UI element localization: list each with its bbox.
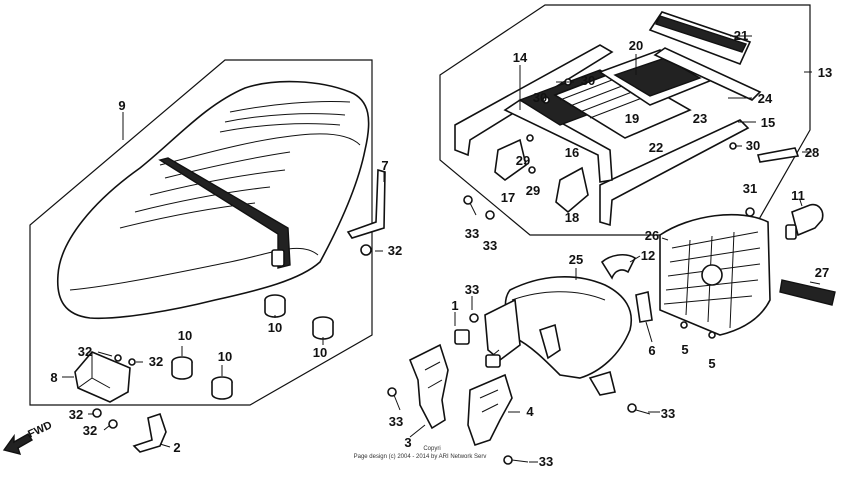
callout-18: 18 (565, 210, 579, 225)
seat-lock (785, 203, 824, 240)
callout-16: 16 (565, 145, 579, 160)
callout-22: 22 (649, 140, 663, 155)
callout-20: 20 (629, 38, 643, 53)
carrier-group-frame (439, 4, 811, 236)
rear-carrier (454, 11, 762, 227)
seat-hinge (74, 351, 136, 429)
callout-32-b: 32 (78, 344, 92, 359)
callout-32-c: 32 (149, 354, 163, 369)
small-fasteners (635, 207, 755, 339)
callout-32-d: 32 (69, 407, 83, 422)
cushion-rubbers (171, 294, 334, 400)
callout-33-f: 33 (389, 414, 403, 429)
callout-21: 21 (734, 28, 748, 43)
callout-1: 1 (451, 298, 458, 313)
callout-5-a: 5 (681, 342, 688, 357)
callout-7: 7 (381, 158, 388, 173)
callout-24: 24 (758, 91, 773, 106)
callout-10-d: 10 (218, 349, 232, 364)
nut-32-icon (360, 244, 372, 256)
callout-15: 15 (761, 115, 775, 130)
callout-32-a: 32 (388, 243, 402, 258)
callout-33-b: 33 (483, 238, 497, 253)
bracket-2 (132, 412, 167, 453)
copyright-line-2: Page design (c) 2004 - 2014 by ARI Netwo… (354, 454, 487, 460)
callout-5-b: 5 (708, 356, 715, 371)
callout-33-c: 33 (661, 406, 675, 421)
stay-7 (346, 168, 386, 239)
lower-bolts (387, 313, 651, 465)
callout-31: 31 (743, 181, 757, 196)
tail-cowl (484, 276, 632, 396)
callout-33-e: 33 (465, 282, 479, 297)
fwd-arrow-icon (2, 433, 33, 455)
callout-33-a: 33 (465, 226, 479, 241)
tail-grille (659, 213, 771, 336)
seat (56, 80, 370, 320)
callout-10-b: 10 (313, 345, 327, 360)
callout-10-a: 10 (268, 320, 282, 335)
leader-lines (62, 35, 821, 463)
callout-28: 28 (805, 145, 819, 160)
callout-14: 14 (513, 50, 528, 65)
callout-29-b: 29 (526, 183, 540, 198)
emblem-27 (779, 279, 836, 306)
callout-17: 17 (501, 190, 515, 205)
copyright-line-1: Copyri (423, 446, 440, 452)
collar-1 (454, 329, 501, 368)
callout-9: 9 (118, 98, 125, 113)
callout-30-c: 30 (746, 138, 760, 153)
callout-4: 4 (526, 404, 534, 419)
callout-30-b: 30 (533, 90, 547, 105)
callout-23: 23 (693, 111, 707, 126)
callout-2: 2 (173, 440, 180, 455)
carrier-bolts (463, 195, 495, 220)
callout-13: 13 (818, 65, 832, 80)
fwd-label: FWD (26, 419, 54, 440)
callout-19: 19 (625, 111, 639, 126)
stay-4 (467, 373, 513, 447)
stay-3 (408, 343, 449, 430)
callout-3: 3 (404, 435, 411, 450)
callout-29-a: 29 (516, 153, 530, 168)
callout-6: 6 (648, 343, 655, 358)
emblem-28 (756, 147, 800, 163)
callout-12: 12 (641, 248, 655, 263)
callout-26: 26 (645, 228, 659, 243)
callout-11: 11 (791, 188, 805, 203)
callout-25: 25 (569, 252, 583, 267)
callout-30-a: 30 (581, 73, 595, 88)
callout-8: 8 (50, 370, 57, 385)
callout-32-e: 32 (83, 423, 97, 438)
callout-10-c: 10 (178, 328, 192, 343)
callout-33-d: 33 (539, 454, 553, 469)
holder-12 (600, 253, 637, 280)
seat-group-frame (29, 59, 373, 406)
callout-27: 27 (815, 265, 829, 280)
